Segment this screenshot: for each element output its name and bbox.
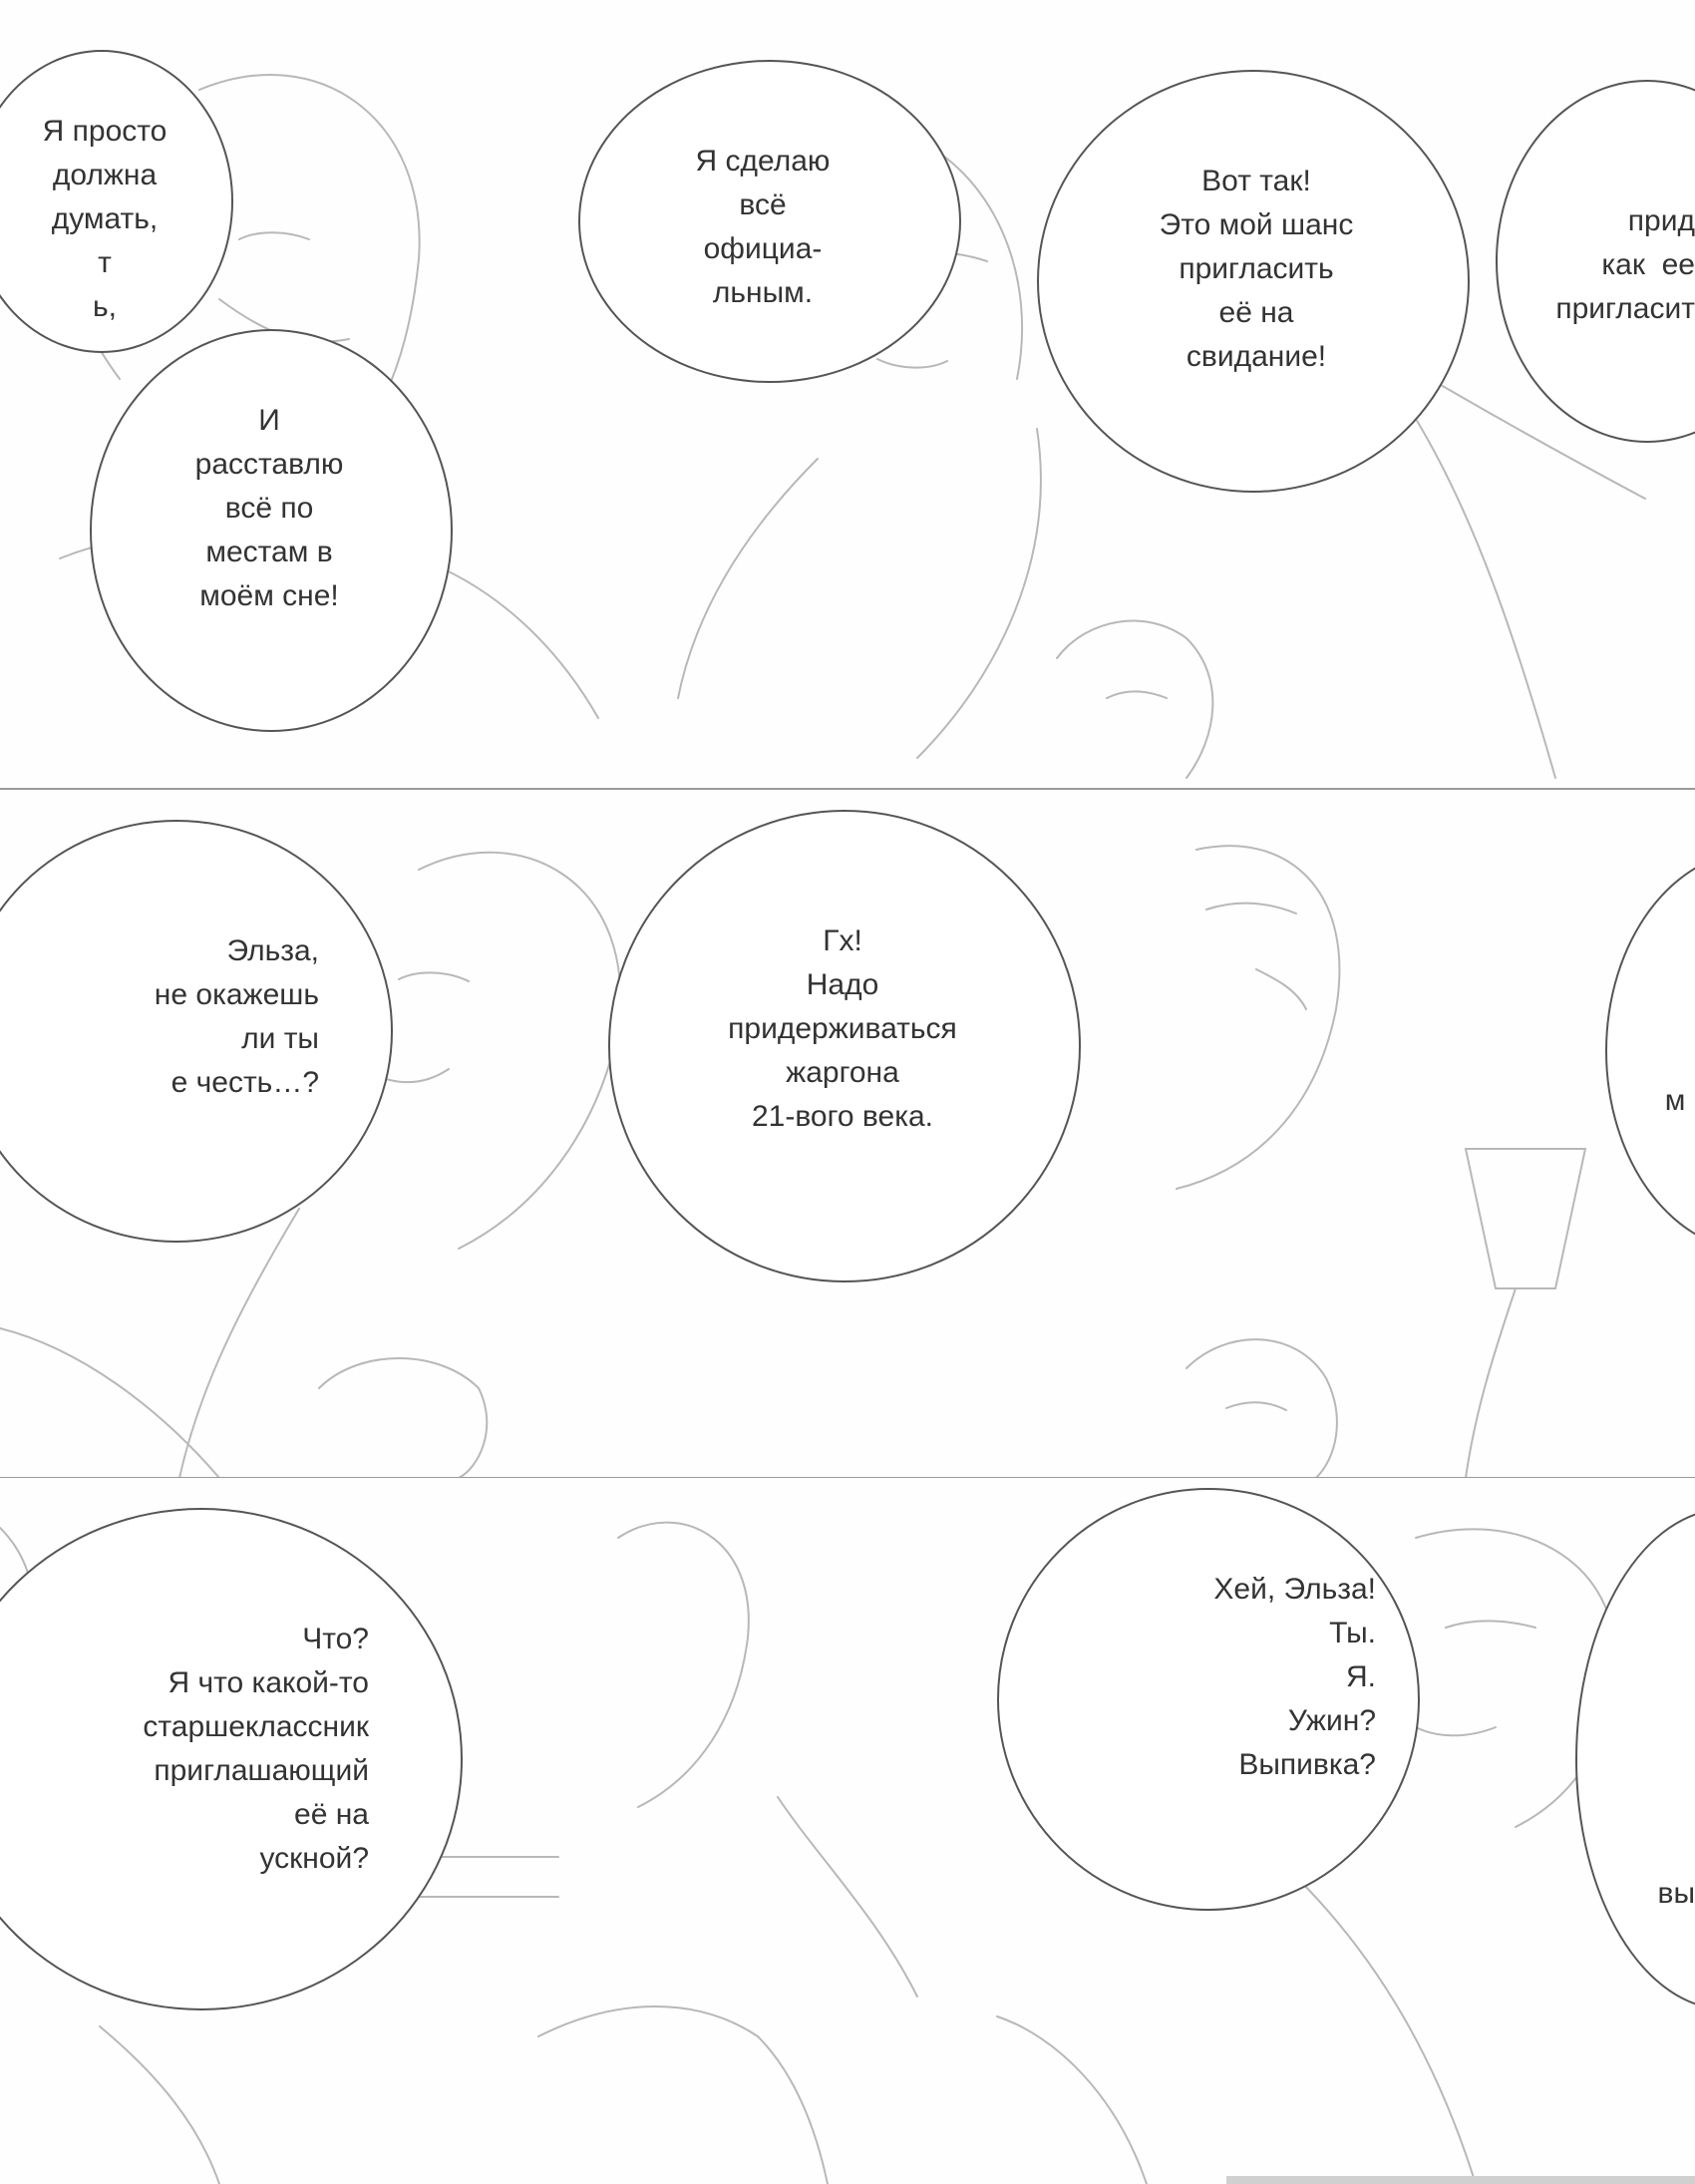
speech-bubble-2: [578, 60, 961, 383]
bubble-5-text: прид как ее пригласит: [1555, 204, 1695, 325]
bubble-9-text: Что? Я что какой-то старшеклассник пригл…: [143, 1623, 369, 1875]
panel-2-artwork: [0, 845, 1587, 1478]
panel-2: Эльза, не окажешь ли ты е честь…? Гх! На…: [0, 790, 1695, 1478]
panel-divider-1: [0, 788, 1695, 791]
bubble-3-text: И расставлю всё по местам в моём сне!: [194, 404, 344, 612]
speech-bubble-1: [0, 50, 233, 353]
bubble-7-text: Гх! Надо придерживаться жаргона 21-вого …: [728, 924, 957, 1133]
speech-bubble-6: [0, 820, 393, 1243]
bubble-10-text: Хей, Эльза! Ты. Я. Ужин? Выпивка?: [1213, 1573, 1376, 1781]
speech-bubble-3: [90, 329, 453, 732]
panel-3: Что? Я что какой-то старшеклассник пригл…: [0, 1478, 1695, 2184]
bubble-11-text: вы: [1657, 1877, 1695, 1910]
bubble-8-text: м: [1664, 1084, 1686, 1117]
bubble-2-text: Я сделаю всё официа- льным.: [695, 145, 831, 309]
speech-bubble-4: [1037, 70, 1470, 493]
panel-1: Я просто должна думать, т ь, Я сделаю вс…: [0, 0, 1695, 790]
speech-bubble-7: [608, 810, 1081, 1282]
speech-bubble-10: [997, 1488, 1420, 1911]
bubble-6-text: Эльза, не окажешь ли ты е честь…?: [154, 934, 319, 1099]
scan-edge-strip: [1226, 2176, 1695, 2184]
bubble-1-text: Я просто должна думать, т ь,: [42, 115, 168, 323]
bubble-4-text: Вот так! Это мой шанс пригласить её на с…: [1159, 165, 1354, 373]
